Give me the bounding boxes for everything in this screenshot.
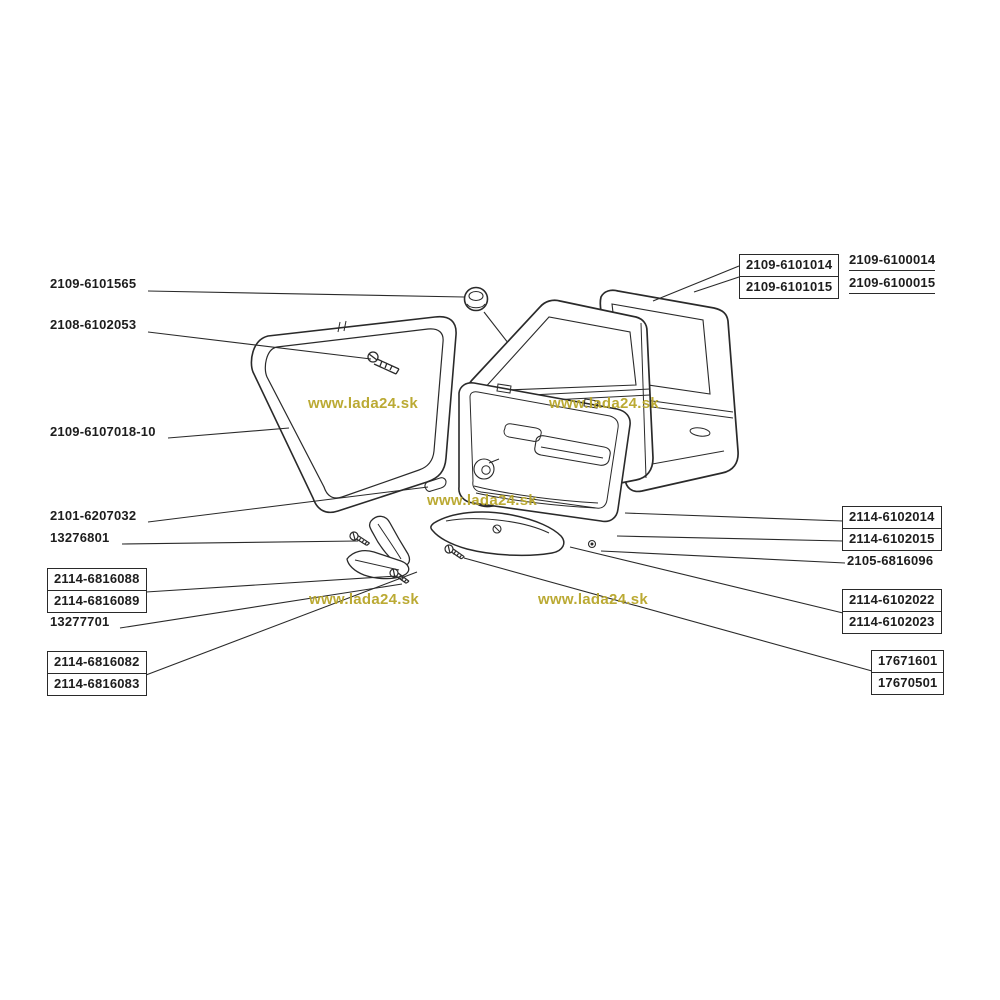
door-seal-drawing (250, 315, 457, 514)
lock-knob-drawing (424, 477, 447, 492)
part-number-label: 2109-6100015 (849, 275, 936, 294)
grommet-drawing (463, 286, 523, 362)
part-number-label: 2109-6100014 (849, 252, 936, 271)
watermark: www.lada24.sk (308, 395, 419, 412)
armrest-drawing (430, 511, 565, 557)
trim-panel-drawing (458, 382, 631, 523)
clip-drawing (587, 539, 597, 549)
watermark: www.lada24.sk (538, 591, 649, 608)
part-number-label: 17670501 (871, 672, 945, 695)
part-number-label: 2114-6102022 (842, 589, 942, 612)
part-number-label: 2114-6102015 (842, 528, 942, 551)
watermark: www.lada24.sk (309, 591, 420, 608)
part-number-label: 2114-6816088 (47, 568, 147, 591)
screw-drawing-top (367, 351, 400, 375)
part-number-label: 13277701 (50, 614, 110, 629)
watermark: www.lada24.sk (427, 492, 538, 509)
part-number-label: 2114-6102014 (842, 506, 942, 529)
screw-drawing-a (348, 530, 373, 547)
part-number-label: 2109-6101015 (739, 276, 840, 299)
part-number-label: 2108-6102053 (50, 317, 137, 332)
part-number-label: 2114-6816083 (47, 673, 147, 696)
part-number-label: 2114-6816089 (47, 590, 147, 613)
part-number-label: 2109-6101565 (50, 276, 137, 291)
part-number-label: 13276801 (50, 530, 110, 545)
part-number-label: 17671601 (871, 650, 945, 673)
part-number-label: 2109-6107018-10 (50, 424, 156, 439)
part-number-label: 2105-6816096 (847, 553, 934, 568)
part-number-label: 2114-6102023 (842, 611, 942, 634)
leader-lines (119, 265, 873, 676)
watermark: www.lada24.sk (549, 395, 660, 412)
part-number-label: 2109-6101014 (739, 254, 840, 277)
door-handle-brackets-drawing (346, 515, 411, 580)
part-number-label: 2101-6207032 (50, 508, 137, 523)
part-number-label: 2114-6816082 (47, 651, 147, 674)
